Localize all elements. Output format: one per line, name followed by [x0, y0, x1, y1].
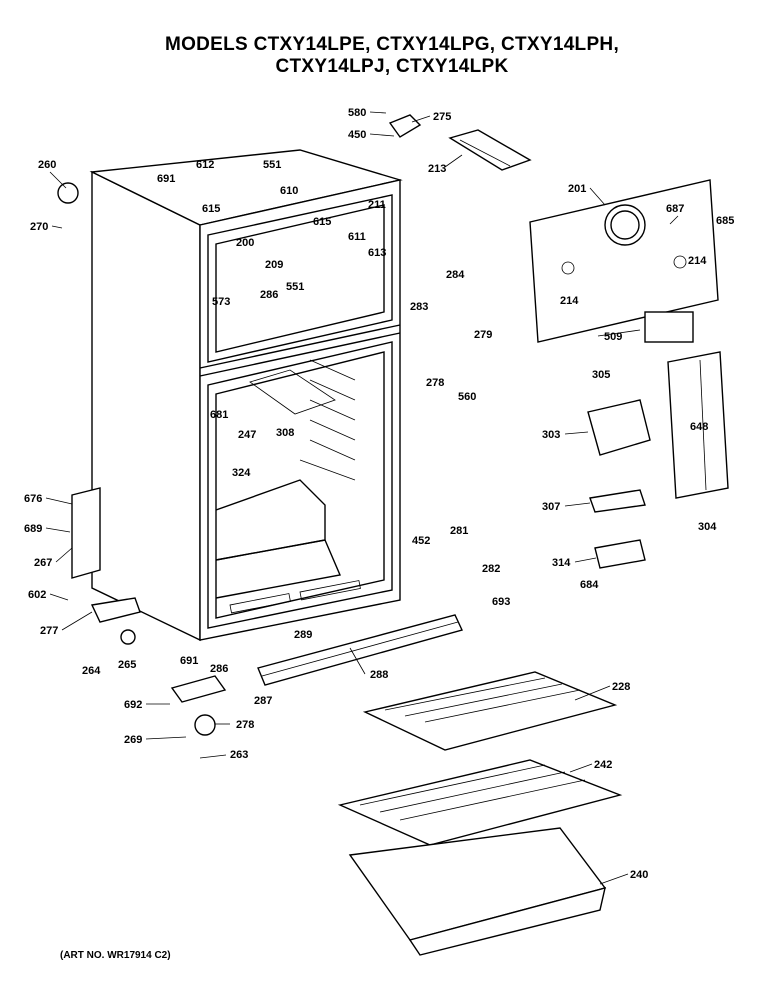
callout-label: 693: [492, 596, 510, 608]
evaporator-cover-drawing: [529, 179, 719, 343]
callout-label: 692: [124, 699, 142, 711]
hinge-parts-drawing: [57, 114, 422, 736]
callout-label: 613: [368, 247, 386, 259]
callout-label: 303: [542, 429, 560, 441]
ice-tray-drawing: [448, 129, 532, 171]
callout-label: 287: [254, 695, 272, 707]
callout-label: 305: [592, 369, 610, 381]
callout-label: 269: [124, 734, 142, 746]
callout-label: 573: [212, 296, 230, 308]
callout-label: 691: [180, 655, 198, 667]
callout-label: 610: [280, 185, 298, 197]
callout-label: 200: [236, 237, 254, 249]
callout-label: 214: [688, 255, 707, 267]
callout-label: 681: [210, 409, 228, 421]
callout-label: 324: [232, 467, 251, 479]
callout-label: 286: [210, 663, 228, 675]
callout-label: 201: [568, 183, 586, 195]
callout-label: 452: [412, 535, 430, 547]
callout-label: 247: [238, 429, 256, 441]
cabinet-drawing: [89, 149, 403, 642]
crisper-drawer-drawing: [348, 827, 607, 956]
callout-label: 314: [552, 557, 571, 569]
callout-label: 213: [428, 163, 446, 175]
callout-label: 286: [260, 289, 278, 301]
callout-label: 560: [458, 391, 476, 403]
damper-drawing: [587, 399, 651, 569]
callout-label: 676: [24, 493, 42, 505]
callout-label: 687: [666, 203, 684, 215]
callout-label: 689: [24, 523, 42, 535]
callout-label: 551: [286, 281, 304, 293]
callout-label: 308: [276, 427, 294, 439]
callout-label: 509: [604, 331, 622, 343]
callout-label: 275: [433, 111, 451, 123]
callout-label: 602: [28, 589, 46, 601]
air-duct-drawing: [667, 351, 729, 499]
callout-label: 240: [630, 869, 648, 881]
callout-label: 278: [426, 377, 444, 389]
callout-label: 283: [410, 301, 428, 313]
callout-label: 307: [542, 501, 560, 513]
callout-label: 264: [82, 665, 101, 677]
callout-label: 580: [348, 107, 366, 119]
callout-label: 691: [157, 173, 175, 185]
callout-label: 611: [348, 231, 366, 243]
callout-label: 278: [236, 719, 254, 731]
callout-label: 648: [690, 421, 708, 433]
shelf-242-drawing: [337, 759, 623, 846]
callout-label: 450: [348, 129, 366, 141]
callout-label: 270: [30, 221, 48, 233]
callout-label: 684: [580, 579, 599, 591]
callout-label: 281: [450, 525, 468, 537]
callout-label: 263: [230, 749, 248, 761]
callout-label: 284: [446, 269, 465, 281]
callout-label: 242: [594, 759, 612, 771]
callout-label: 612: [196, 159, 214, 171]
art-number: (ART NO. WR17914 C2): [60, 950, 171, 961]
callout-label: 260: [38, 159, 56, 171]
kick-plate-drawing: [257, 614, 463, 686]
callout-label: 685: [716, 215, 734, 227]
callout-label: 209: [265, 259, 283, 271]
callout-label: 277: [40, 625, 58, 637]
callout-label: 615: [202, 203, 220, 215]
diagram-title-line-1: MODELS CTXY14LPE, CTXY14LPG, CTXY14LPH,: [164, 34, 620, 55]
diagram-title-line-2: CTXY14LPJ, CTXY14LPK: [275, 56, 509, 77]
callout-label: 267: [34, 557, 52, 569]
callout-label: 551: [263, 159, 281, 171]
callout-label: 214: [560, 295, 579, 307]
callout-label: 615: [313, 216, 331, 228]
callout-label: 279: [474, 329, 492, 341]
callout-label: 304: [698, 521, 717, 533]
callout-label: 211: [368, 199, 386, 211]
callout-label: 282: [482, 563, 500, 575]
callout-label: 288: [370, 669, 388, 681]
callout-label: 289: [294, 629, 312, 641]
callout-label: 228: [612, 681, 630, 693]
shelf-228-drawing: [362, 671, 618, 751]
callout-label: 265: [118, 659, 136, 671]
callout-layer: 580 275 450 213 260 270 612 551 691 610 …: [24, 107, 734, 885]
